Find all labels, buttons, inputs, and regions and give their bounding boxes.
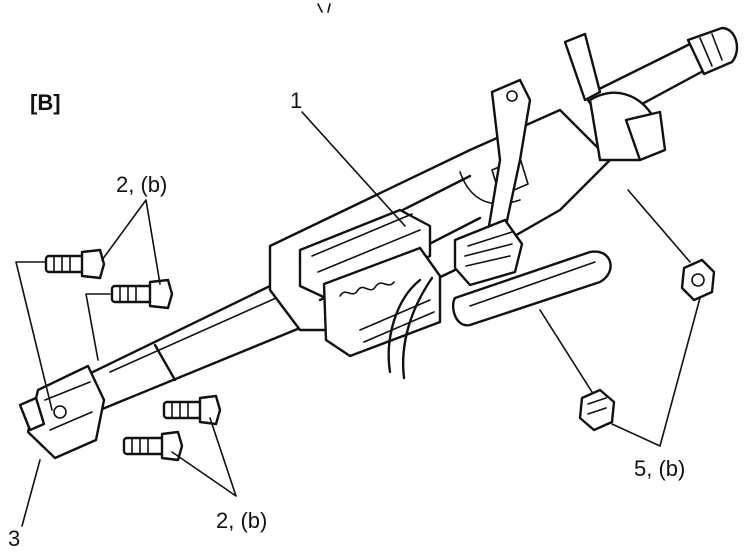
bracket-arm bbox=[486, 78, 532, 234]
bolt-upper-1 bbox=[44, 248, 106, 280]
hex-nut-icon bbox=[680, 258, 716, 302]
leader-3-aux bbox=[85, 293, 111, 361]
callout-2-upper: 2, (b) bbox=[116, 172, 167, 197]
callout-1: 1 bbox=[290, 88, 302, 113]
hex-bolt-icon bbox=[44, 254, 88, 274]
switch-housing bbox=[298, 208, 432, 302]
cropped-mark bbox=[317, 3, 331, 13]
section-label: [B] bbox=[30, 90, 61, 115]
callout-5: 5, (b) bbox=[634, 456, 685, 481]
nut-right-upper bbox=[680, 258, 716, 302]
leader-2-upper bbox=[101, 199, 161, 285]
hex-bolt-icon bbox=[162, 400, 204, 420]
leader-5-lower bbox=[539, 309, 593, 393]
harness-connector bbox=[453, 218, 524, 287]
universal-joint bbox=[18, 364, 106, 460]
callout-2-lower: 2, (b) bbox=[216, 508, 267, 533]
wire-harness bbox=[387, 278, 422, 374]
leader-lines bbox=[15, 111, 701, 527]
bolt-upper-2 bbox=[110, 278, 174, 310]
bolt-lower-2 bbox=[122, 430, 184, 462]
lock-assembly bbox=[322, 246, 442, 358]
callout-3: 3 bbox=[8, 526, 20, 551]
hex-bolt-icon bbox=[110, 284, 154, 304]
bolt-lower-1 bbox=[162, 394, 222, 426]
hex-bolt-icon bbox=[122, 436, 166, 456]
leader-5-upper bbox=[627, 189, 691, 263]
leader-5 bbox=[611, 297, 701, 447]
leader-3-bracket bbox=[15, 261, 53, 411]
nut-right-lower bbox=[578, 388, 616, 432]
leader-1 bbox=[301, 111, 406, 227]
leader-2-lower bbox=[171, 417, 237, 497]
upper-bracket-tab bbox=[563, 32, 602, 102]
hex-nut-icon bbox=[578, 388, 616, 432]
leader-3 bbox=[21, 459, 41, 527]
steering-column bbox=[18, 26, 739, 460]
